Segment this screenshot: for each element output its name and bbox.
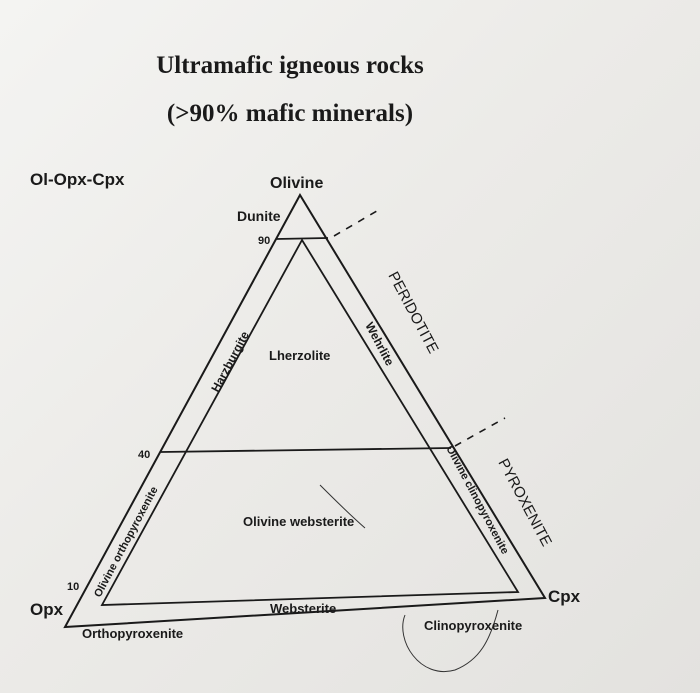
vertex-cpx: Cpx [548,587,581,606]
group-peridotite: PERIDOTITE [384,269,441,356]
pencil-mark-2 [402,609,499,673]
peridotite-dash-top [333,207,383,237]
inner-triangle [100,238,520,606]
field-harzburgite: Harzburgite [208,329,252,395]
vertex-olivine: Olivine [270,175,323,192]
scheme-label: Ol-Opx-Cpx [30,170,125,189]
pencil-mark [319,484,366,529]
level-40: 40 [138,449,150,461]
field-clinopyroxenite: Clinopyroxenite [424,618,522,633]
line-40 [160,447,452,453]
diagram-title: Ultramafic igneous rocks [156,52,424,79]
field-lherzolite: Lherzolite [269,348,330,363]
field-websterite: Websterite [270,601,336,616]
peridotite-dash-bottom [454,417,506,447]
field-olivine-orthopyroxenite: Olivine orthopyroxenite [92,485,161,600]
line-90 [275,237,329,240]
vertex-opx: Opx [30,600,64,619]
field-olivine-websterite: Olivine websterite [243,514,354,529]
field-dunite: Dunite [237,208,281,224]
diagram-subtitle: (>90% mafic minerals) [166,100,414,127]
outer-triangle [63,192,547,629]
level-90: 90 [258,235,270,247]
level-10: 10 [67,581,79,593]
field-orthopyroxenite: Orthopyroxenite [82,626,183,641]
